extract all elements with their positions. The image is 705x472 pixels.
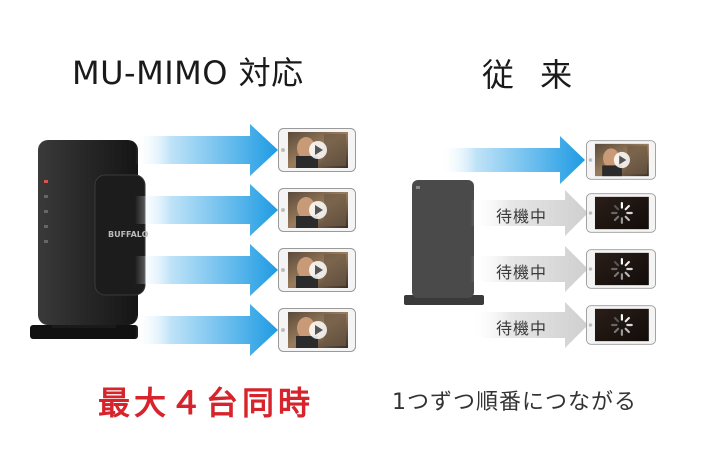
active-arrow: [135, 184, 278, 236]
device-loading-spinner-icon: [586, 305, 656, 345]
router-brand-logo: BUFFALO: [108, 230, 149, 239]
mu-mimo-title: MU-MIMO 対応: [72, 54, 304, 92]
device-play-icon: [278, 308, 356, 352]
waiting-label: 待機中: [496, 319, 548, 338]
device-loading-spinner-icon: [586, 193, 656, 233]
waiting-arrow: [470, 302, 588, 348]
mu-mimo-router: BUFFALO: [30, 140, 149, 339]
waiting-arrow: [470, 190, 588, 236]
device-play-icon: [278, 128, 356, 172]
waiting-label: 待機中: [496, 263, 548, 282]
device-play-icon: [278, 248, 356, 292]
waiting-label: 待機中: [496, 207, 548, 226]
conventional-router: [404, 180, 484, 305]
mu-mimo-caption: 最大４台同時: [98, 384, 315, 422]
active-arrow: [135, 124, 278, 176]
waiting-arrow: [470, 246, 588, 292]
active-arrow: [440, 136, 585, 184]
device-play-icon: [278, 188, 356, 232]
conventional-title: 従 来: [482, 56, 581, 94]
conventional-caption: 1つずつ順番につながる: [392, 390, 637, 415]
device-play-icon: [586, 140, 656, 180]
active-arrow: [135, 244, 278, 296]
device-loading-spinner-icon: [586, 249, 656, 289]
active-arrow: [135, 304, 278, 356]
